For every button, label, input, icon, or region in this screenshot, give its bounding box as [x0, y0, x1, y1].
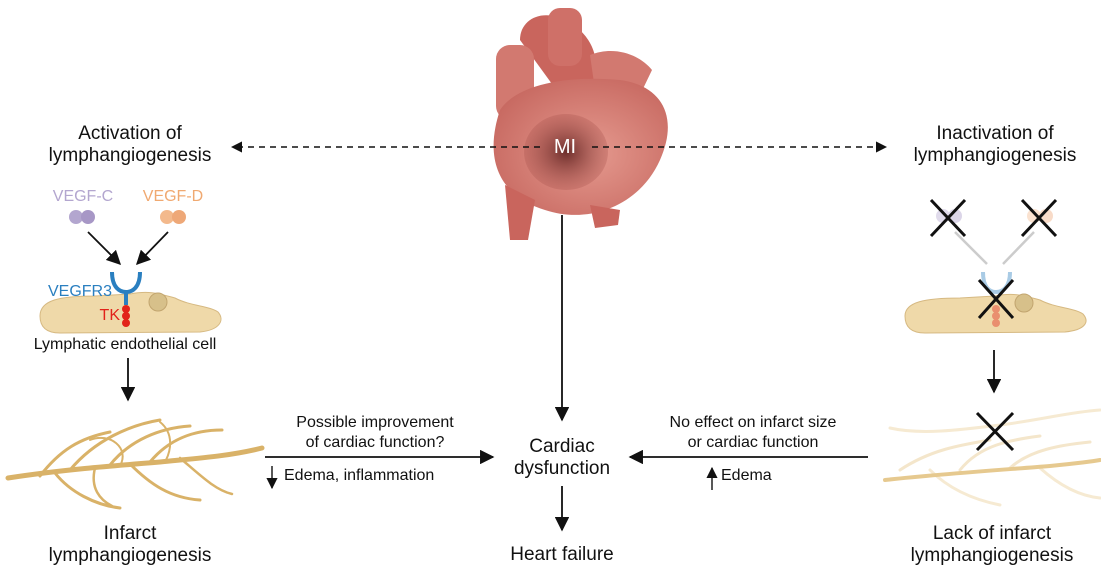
cardiac-dysfunction-line1: Cardiac [492, 435, 632, 458]
right-arrow-effect: Edema [721, 465, 821, 486]
vegf-c-label: VEGF-C [40, 186, 126, 207]
tyrosine-kinase-domain [122, 305, 130, 327]
left-bottom-line2: lymphangiogenesis [20, 544, 240, 567]
vegf-d-ligand [160, 210, 186, 224]
cell-nucleus [149, 293, 167, 311]
heart-vessel-top [548, 8, 582, 66]
cell-label: Lymphatic endothelial cell [10, 334, 240, 355]
faded-lymphatic-vessels [885, 410, 1100, 505]
left-arrow-line2: of cardiac function? [268, 432, 482, 453]
right-title-line2: lymphangiogenesis [895, 144, 1095, 167]
right-arrow-line2: or cardiac function [638, 432, 868, 453]
faded-arrow-right [1003, 232, 1034, 264]
left-bottom-line1: Infarct [20, 522, 240, 545]
right-bottom-line1: Lack of infarct [885, 522, 1099, 545]
arrow-vegf-d-to-receptor [137, 232, 168, 264]
left-arrow-line1: Possible improvement [268, 412, 482, 433]
left-arrow-effect: Edema, inflammation [284, 465, 484, 486]
arrow-vegf-c-to-receptor [88, 232, 120, 264]
heart-lower-vessel-2 [590, 205, 620, 228]
vegf-d-label: VEGF-D [130, 186, 216, 207]
left-title-line2: lymphangiogenesis [40, 144, 220, 167]
faded-arrow-left [955, 232, 987, 264]
cardiac-dysfunction-line2: dysfunction [492, 457, 632, 480]
right-title-line1: Inactivation of [895, 122, 1095, 145]
heart-failure-label: Heart failure [482, 543, 642, 566]
left-title-line1: Activation of [40, 122, 220, 145]
heart-illustration [494, 8, 668, 240]
cell-nucleus-right [1015, 294, 1033, 312]
vegfr3-label: VEGFR3 [26, 281, 112, 302]
vegf-c-ligand [69, 210, 95, 224]
right-bottom-line2: lymphangiogenesis [885, 544, 1099, 567]
lymphatic-vessel-network [8, 420, 262, 508]
tk-label: TK [84, 305, 120, 326]
right-arrow-line1: No effect on infarct size [638, 412, 868, 433]
mi-label: MI [540, 136, 590, 159]
